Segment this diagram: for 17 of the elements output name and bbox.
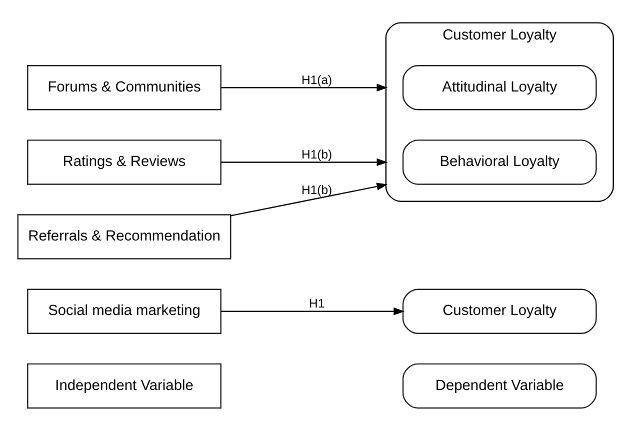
edge-label: H1(a) xyxy=(301,72,332,87)
node-box: Social media marketing xyxy=(26,288,221,334)
arrow xyxy=(220,158,388,166)
arrow xyxy=(230,182,388,216)
arrow xyxy=(220,84,388,92)
node-box: Ratings & Reviews xyxy=(26,140,221,185)
edge-label: H1 xyxy=(308,296,324,311)
node-box: Forums & Communities xyxy=(26,65,221,110)
node-box: Dependent Variable xyxy=(402,363,596,409)
node-box: Referrals & Recommendation xyxy=(16,214,231,260)
node-box: Independent Variable xyxy=(26,363,221,409)
edge-label: H1(b) xyxy=(301,182,332,197)
node-box: Behavioral Loyalty xyxy=(402,140,596,185)
edge-label: H1(b) xyxy=(301,148,332,162)
node-box: Customer Loyalty xyxy=(402,288,596,334)
arrow xyxy=(220,308,404,316)
node-box: Attitudinal Loyalty xyxy=(402,65,596,110)
